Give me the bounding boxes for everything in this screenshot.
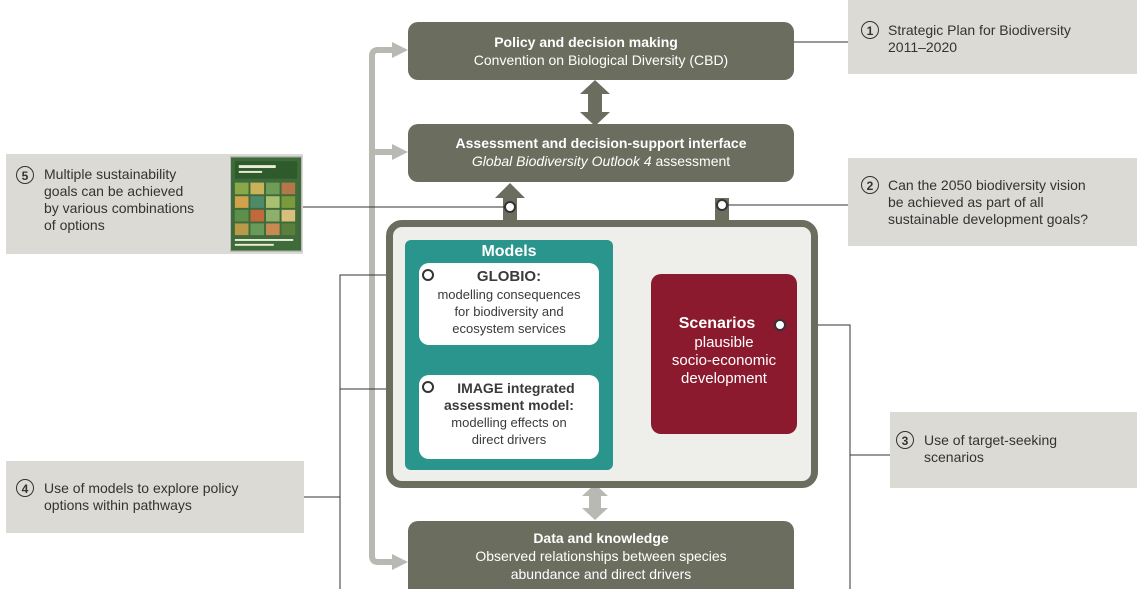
policy-subtitle: Convention on Biological Diversity (CBD) bbox=[473, 52, 729, 68]
assessment-subtitle-italic: Global Biodiversity Outlook 4 bbox=[471, 153, 652, 169]
dot-assessment-left bbox=[504, 201, 516, 213]
note-1-line2: 2011–2020 bbox=[888, 39, 958, 55]
note-2-line1: Can the 2050 biodiversity vision bbox=[888, 177, 1086, 193]
frame-data-double-arrow bbox=[582, 484, 608, 520]
scenarios-box: Scenarios plausible socio-economic devel… bbox=[651, 274, 797, 434]
globio-title: GLOBIO: bbox=[476, 268, 542, 285]
note-2-line3: sustainable development goals? bbox=[888, 211, 1089, 227]
note-5-line4: of options bbox=[44, 217, 105, 233]
image-title-1: IMAGE integrated bbox=[457, 380, 575, 396]
note-4: 4 Use of models to explore policy option… bbox=[6, 461, 304, 533]
policy-title: Policy and decision making bbox=[494, 34, 678, 50]
note-4-number: 4 bbox=[16, 479, 34, 497]
note-4-line2: options within pathways bbox=[44, 497, 192, 513]
assessment-subtitle-rest: assessment bbox=[651, 153, 731, 169]
note-2-number: 2 bbox=[861, 176, 879, 194]
globio-line2: for biodiversity and bbox=[454, 304, 564, 319]
globio-line3: ecosystem services bbox=[452, 321, 566, 336]
data-line1: Observed relationships between species bbox=[475, 548, 727, 564]
scenarios-line2: socio-economic bbox=[671, 352, 777, 369]
report-cover-thumbnail bbox=[230, 156, 302, 252]
note-2: 2 Can the 2050 biodiversity vision be ac… bbox=[848, 158, 1137, 246]
data-line2: abundance and direct drivers bbox=[510, 566, 692, 582]
assessment-subtitle: Global Biodiversity Outlook 4 assessment bbox=[408, 152, 794, 170]
note-3-line1: Use of target-seeking bbox=[924, 432, 1058, 448]
note-1-text: Strategic Plan for Biodiversity 2011–202… bbox=[888, 22, 1071, 56]
note-2-line2: be achieved as part of all bbox=[888, 194, 1044, 210]
note-1: 1 Strategic Plan for Biodiversity 2011–2… bbox=[848, 0, 1137, 74]
image-line2: direct drivers bbox=[471, 432, 547, 447]
data-title: Data and knowledge bbox=[533, 530, 669, 546]
policy-box: Policy and decision making Convention on… bbox=[408, 22, 794, 80]
globio-line1: modelling consequences bbox=[437, 287, 581, 302]
image-title-2: assessment model: bbox=[444, 397, 574, 413]
note-3: 3 Use of target-seeking scenarios bbox=[890, 412, 1137, 488]
note-3-line2: scenarios bbox=[924, 449, 984, 465]
assessment-box: Assessment and decision-support interfac… bbox=[408, 124, 794, 182]
scenarios-title: Scenarios bbox=[678, 315, 756, 332]
dot-assessment-right bbox=[716, 199, 728, 211]
note-4-text: Use of models to explore policy options … bbox=[44, 480, 239, 514]
feedback-arrowhead-assessment bbox=[392, 144, 408, 160]
note-1-number: 1 bbox=[861, 21, 879, 39]
image-line1: modelling effects on bbox=[451, 415, 567, 430]
feedback-arrowhead-data bbox=[392, 554, 408, 570]
policy-assessment-double-arrow bbox=[580, 80, 610, 126]
scenarios-line3: development bbox=[681, 370, 767, 387]
note-5-text: Multiple sustainability goals can be ach… bbox=[44, 166, 194, 234]
note-3-number: 3 bbox=[896, 431, 914, 449]
note-4-line1: Use of models to explore policy bbox=[44, 480, 239, 496]
note-1-line1: Strategic Plan for Biodiversity bbox=[888, 22, 1071, 38]
note-5-line1: Multiple sustainability bbox=[44, 166, 177, 182]
note-3-text: Use of target-seeking scenarios bbox=[924, 432, 1057, 466]
note-5-line2: goals can be achieved bbox=[44, 183, 184, 199]
assessment-title: Assessment and decision-support interfac… bbox=[455, 135, 747, 151]
data-knowledge-box: Data and knowledge Observed relationship… bbox=[408, 521, 794, 589]
note-5-number: 5 bbox=[16, 166, 34, 184]
feedback-arrowhead-policy bbox=[392, 42, 408, 58]
models-title: Models bbox=[481, 243, 537, 260]
note-2-text: Can the 2050 biodiversity vision be achi… bbox=[888, 177, 1088, 228]
note-5-line3: by various combinations bbox=[44, 200, 195, 216]
scenarios-line1: plausible bbox=[694, 334, 754, 351]
feedback-loop-line bbox=[369, 47, 392, 565]
globio-box: GLOBIO: modelling consequences for biodi… bbox=[419, 263, 599, 345]
image-box: IMAGE integrated assessment model: model… bbox=[419, 375, 599, 459]
